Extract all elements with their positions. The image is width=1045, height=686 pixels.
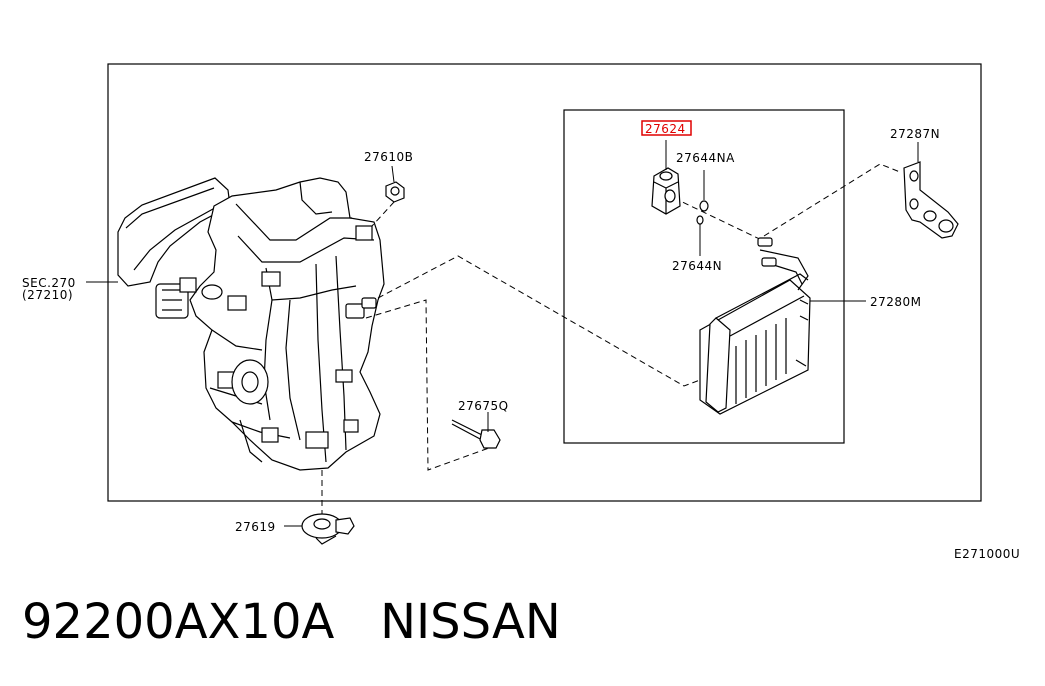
part-27280M-evaporator-icon	[699, 237, 811, 415]
sec-ref-sub-label: (27210)	[22, 288, 73, 302]
label-27619[interactable]: 27619	[235, 520, 276, 534]
part-27644N-o-ring-icon	[696, 215, 704, 225]
reference-code: E271000U	[954, 547, 1020, 561]
heater-unit-illustration	[117, 177, 385, 471]
part-27619-aspirator-icon	[301, 513, 355, 545]
part-27287N-pipe-bracket-icon	[903, 161, 959, 239]
label-27644N[interactable]: 27644N	[672, 259, 722, 273]
part-27644NA-o-ring-icon	[699, 200, 709, 212]
label-27675Q[interactable]: 27675Q	[458, 399, 509, 413]
label-27287N[interactable]: 27287N	[890, 127, 940, 141]
sec-ref-label: SEC.270	[22, 276, 76, 290]
brand-name: NISSAN	[380, 594, 561, 650]
part-number: 92200AX10A	[22, 594, 335, 650]
part-number-caption: 92200AX10A NISSAN	[22, 598, 561, 646]
part-27624-expansion-valve-icon	[651, 167, 681, 215]
part-27675Q-sensor-icon	[451, 419, 501, 449]
label-27280M[interactable]: 27280M	[870, 295, 922, 309]
label-27624[interactable]: 27624	[645, 122, 686, 136]
highlight-box-27624	[641, 120, 692, 136]
evaporator-box	[563, 109, 845, 444]
label-27610B[interactable]: 27610B	[364, 150, 413, 164]
label-27644NA[interactable]: 27644NA	[676, 151, 735, 165]
part-27610B-nut-icon	[385, 181, 405, 203]
